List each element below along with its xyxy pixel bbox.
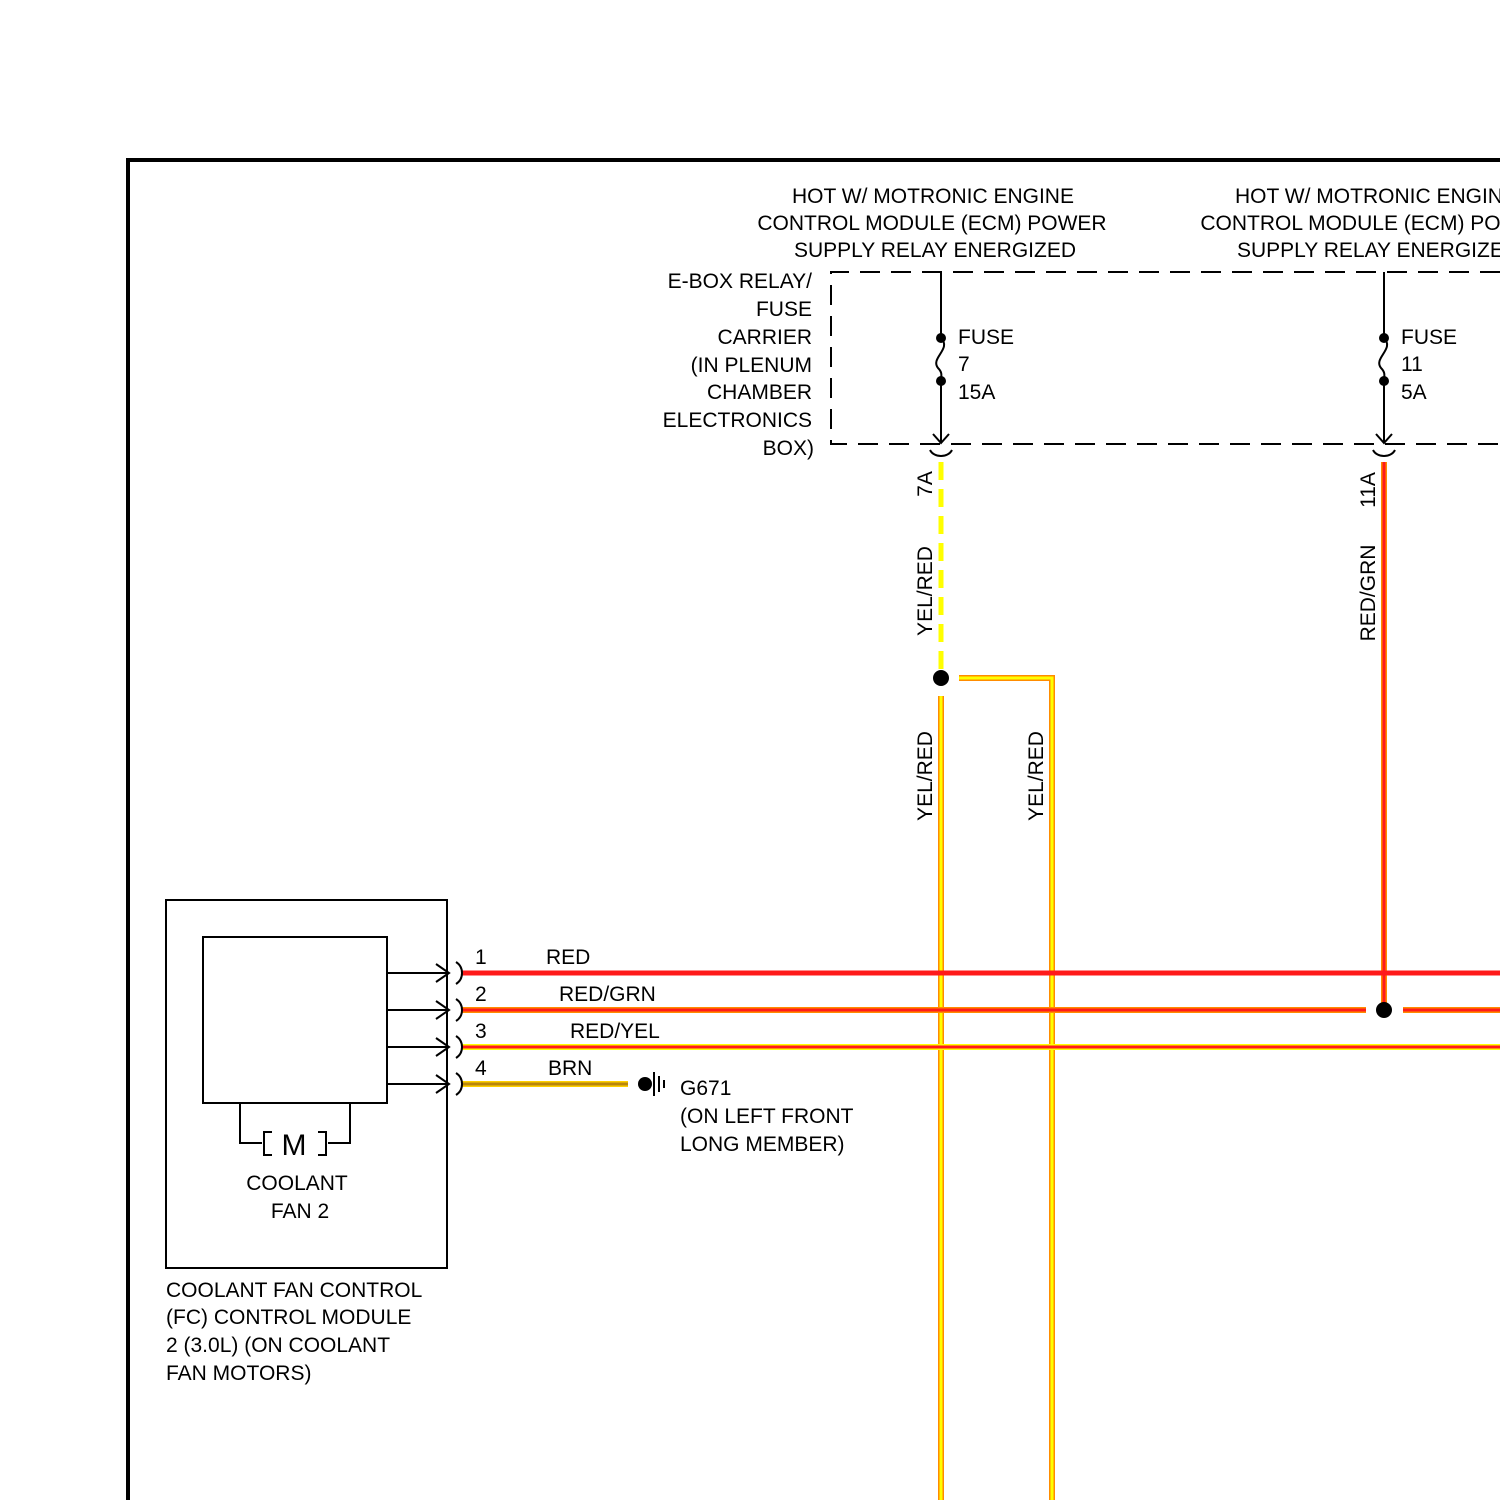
fuse-11-connector-icon [1373,450,1395,456]
ebox-line4: (IN PLENUM [691,354,812,377]
splice-dot-redgrn [1376,1002,1392,1018]
header-right: HOT W/ MOTRONIC ENGINE CONTROL MODULE (E… [1200,185,1500,262]
module-inner-block [203,937,387,1103]
motor-icon: M [240,1103,350,1162]
module-caption-line2: (FC) CONTROL MODULE [166,1306,411,1329]
pin-2-color-label: RED/GRN [559,983,656,1006]
fuse-7-number: 7 [958,353,970,376]
fuse-7-rating: 15A [958,381,995,404]
fuse-11-name: FUSE [1401,326,1457,349]
ebox-line2: FUSE [756,298,812,321]
pin-1-color-label: RED [546,946,590,969]
fuse-7: FUSE 7 15A 7A [914,272,1014,497]
header-left-line2: CONTROL MODULE (ECM) POWER [757,212,1106,235]
ground-g671: G671 (ON LEFT FRONT LONG MEMBER) [638,1072,854,1156]
header-right-line1: HOT W/ MOTRONIC ENGINE [1235,185,1500,208]
module-pin-connectors [387,962,462,1095]
ebox-line1: E-BOX RELAY/ [668,270,812,293]
splice-dot [933,670,949,686]
motor-label-line2: FAN 2 [271,1200,329,1223]
coolant-fan-control-module: M COOLANT FAN 2 [166,900,462,1268]
ground-id: G671 [680,1077,731,1100]
header-left: HOT W/ MOTRONIC ENGINE CONTROL MODULE (E… [757,185,1106,262]
fuse-11-number: 11 [1401,353,1423,376]
fuse-11-connector-label: 11A [1357,472,1380,508]
ebox-line5: CHAMBER [707,381,812,404]
wire-fuse7-out-label: YEL/RED [914,546,937,636]
ebox-line3: CARRIER [717,326,812,349]
ground-icon [654,1072,664,1096]
wire-yelred-left-label: YEL/RED [914,731,937,821]
wire-yelred-left: YEL/RED [914,696,941,1500]
wire-fuse11-out-label: RED/GRN [1357,545,1380,642]
header-right-line2: CONTROL MODULE (ECM) POWER [1200,212,1500,235]
header-left-line3: SUPPLY RELAY ENERGIZED [794,239,1076,262]
module-caption-line3: 2 (3.0L) (ON COOLANT [166,1334,390,1357]
ebox-label: E-BOX RELAY/ FUSE CARRIER (IN PLENUM CHA… [663,270,814,460]
motor-label-line1: COOLANT [246,1172,348,1195]
module-caption-line1: COOLANT FAN CONTROL [166,1279,422,1302]
pin-3-number: 3 [475,1020,487,1043]
fuse-7-name: FUSE [958,326,1014,349]
fuse-11-rating: 5A [1401,381,1427,404]
ebox-boundary [831,272,1500,444]
ground-location-line2: LONG MEMBER) [680,1133,845,1156]
ebox-line6: ELECTRONICS [663,409,812,432]
pin-4-number: 4 [475,1057,487,1080]
pin-1-number: 1 [475,946,487,969]
pin-4-color-label: BRN [548,1057,592,1080]
pin-2-number: 2 [475,983,487,1006]
pin-3-color-label: RED/YEL [570,1020,660,1043]
motor-symbol: M [282,1129,307,1162]
module-caption-line4: FAN MOTORS) [166,1362,311,1385]
wire-yelred-right: YEL/RED [959,678,1052,1500]
ground-location-line1: (ON LEFT FRONT [680,1105,854,1128]
wire-yelred-right-label: YEL/RED [1025,731,1048,821]
fuse-11: FUSE 11 5A 11A [1357,272,1457,508]
wire-fuse11-out: RED/GRN [1357,462,1384,1005]
ebox-line7: BOX) [763,437,814,460]
fuse-7-connector-icon [930,450,952,456]
header-left-line1: HOT W/ MOTRONIC ENGINE [792,185,1074,208]
fuse-7-connector-label: 7A [914,471,937,497]
header-right-line3: SUPPLY RELAY ENERGIZED [1237,239,1500,262]
module-caption: COOLANT FAN CONTROL (FC) CONTROL MODULE … [166,1279,422,1385]
